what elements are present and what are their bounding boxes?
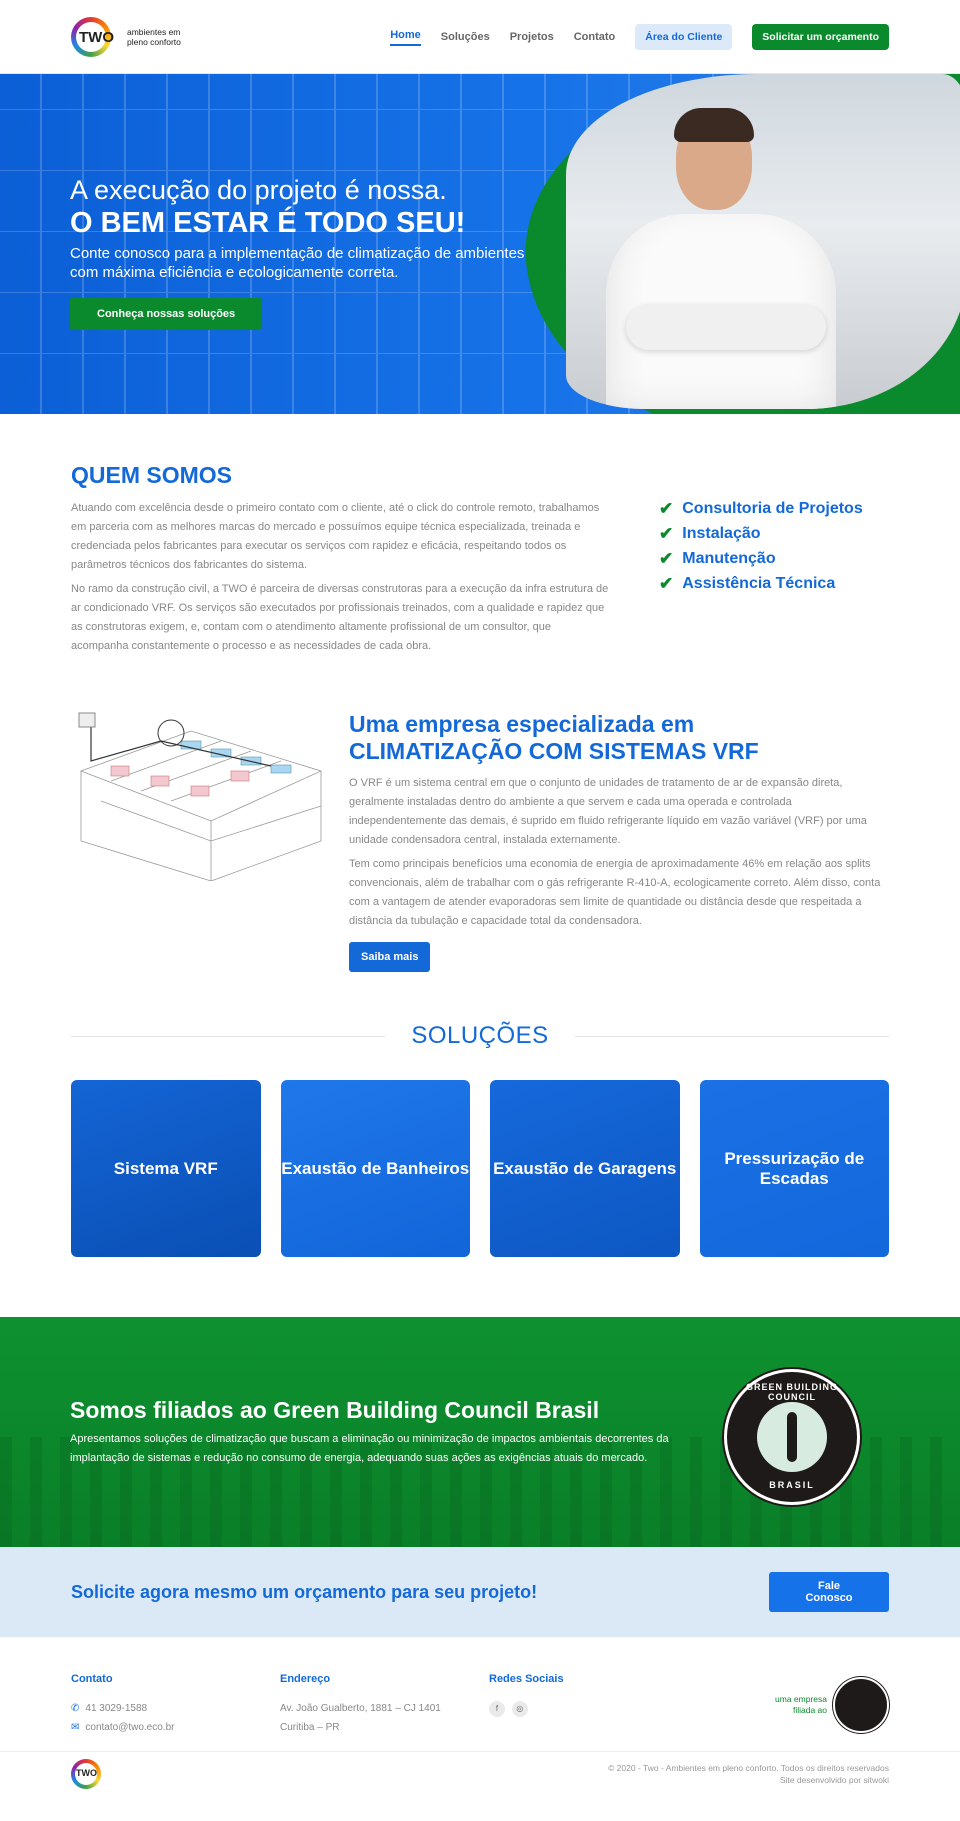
hero-headline-strong: O BEM ESTAR É TODO SEU! [70, 207, 466, 239]
footer-logo[interactable]: TWO [71, 1759, 101, 1789]
developer-credit[interactable]: Site desenvolvido por sitwoki [779, 1775, 889, 1785]
site-footer: Contato ✆41 3029-1588 ✉contato@two.eco.b… [0, 1637, 960, 1752]
gbc-text: Apresentamos soluções de climatização qu… [70, 1433, 669, 1464]
main-nav: Home Soluções Projetos Contato Área do C… [390, 24, 889, 50]
nav-solucoes[interactable]: Soluções [440, 31, 490, 43]
quem-somos-paragraph-1: Atuando com excelência desde o primeiro … [71, 502, 600, 571]
vrf-diagram-image [71, 711, 329, 882]
hero-banner: A execução do projeto é nossa. O BEM EST… [0, 74, 960, 414]
footer-contato-title: Contato [71, 1673, 113, 1685]
vrf-title: Uma empresa especializada em CLIMATIZAÇÃ… [349, 711, 759, 764]
area-cliente-button[interactable]: Área do Cliente [635, 24, 733, 50]
cta-band: Solicite agora mesmo um orçamento para s… [0, 1547, 960, 1637]
footer-bottom: TWO © 2020 - Two - Ambientes em pleno co… [0, 1752, 960, 1796]
solucoes-section: SOLUÇÕES Sistema VRF Exaustão de Banheir… [0, 992, 960, 1297]
logo-wordmark: TWO [79, 29, 114, 46]
logo-tagline: ambientes em pleno conforto [127, 27, 181, 47]
service-item: ✔Manutenção [659, 546, 889, 571]
check-icon: ✔ [659, 524, 674, 543]
quem-somos-title: QUEM SOMOS [71, 462, 233, 488]
logo-mark: TWO [71, 17, 121, 57]
nav-contato[interactable]: Contato [573, 31, 616, 43]
copyright-text: © 2020 - Two - Ambientes em pleno confor… [608, 1763, 889, 1773]
card-pressurizacao-escadas[interactable]: Pressurização de Escadas [699, 1080, 889, 1257]
fale-conosco-button[interactable]: Fale Conosco [769, 1572, 889, 1612]
solucoes-title: SOLUÇÕES [411, 1022, 549, 1049]
gbc-title: Somos filiados ao Green Building Council… [70, 1397, 600, 1423]
logo[interactable]: TWO ambientes em pleno conforto [71, 17, 189, 57]
footer-redes-title: Redes Sociais [489, 1673, 564, 1685]
check-icon: ✔ [659, 549, 674, 568]
quem-somos-paragraph-2: No ramo da construção civil, a TWO é par… [71, 583, 609, 652]
service-item: ✔Assistência Técnica [659, 571, 889, 596]
card-sistema-vrf[interactable]: Sistema VRF [71, 1080, 261, 1257]
vrf-paragraph-2: Tem como principais benefícios uma econo… [349, 858, 881, 927]
instagram-icon[interactable]: ◎ [511, 1700, 528, 1717]
divider [71, 1035, 386, 1037]
nav-projetos[interactable]: Projetos [509, 31, 554, 43]
footer-address-line1: Av. João Gualberto, 1881 – CJ 1401 [280, 1703, 441, 1714]
check-icon: ✔ [659, 499, 674, 518]
hero-subtitle: Conte conosco para a implementação de cl… [70, 245, 525, 281]
services-list: ✔Consultoria de Projetos ✔Instalação ✔Ma… [659, 496, 889, 661]
mail-icon: ✉ [71, 1722, 80, 1733]
solicitar-orcamento-button[interactable]: Solicitar um orçamento [752, 24, 889, 50]
quem-somos-section: QUEM SOMOS Atuando com excelência desde … [0, 414, 960, 691]
vrf-paragraph-1: O VRF é um sistema central em que o conj… [349, 777, 867, 846]
gbc-section: Somos filiados ao Green Building Council… [0, 1317, 960, 1547]
hero-photo [566, 74, 960, 409]
cta-text: Solicite agora mesmo um orçamento para s… [71, 1581, 538, 1602]
card-exaustao-banheiros[interactable]: Exaustão de Banheiros [280, 1080, 470, 1257]
footer-email[interactable]: ✉contato@two.eco.br [71, 1722, 175, 1733]
vrf-section: Uma empresa especializada em CLIMATIZAÇÃ… [0, 691, 960, 992]
card-exaustao-garagens[interactable]: Exaustão de Garagens [490, 1080, 680, 1257]
phone-icon: ✆ [71, 1703, 80, 1714]
nav-home[interactable]: Home [390, 29, 421, 46]
gbc-seal-logo: GREEN BUILDING COUNCIL BRASIL [724, 1369, 860, 1505]
hero-headline: A execução do projeto é nossa. [70, 175, 447, 205]
footer-address-line2: Curitiba – PR [280, 1722, 340, 1733]
divider [574, 1035, 889, 1037]
site-header: TWO ambientes em pleno conforto Home Sol… [0, 0, 960, 74]
check-icon: ✔ [659, 574, 674, 593]
saiba-mais-button[interactable]: Saiba mais [349, 942, 431, 972]
gbc-mini-seal [833, 1677, 889, 1733]
facebook-icon[interactable]: f [489, 1700, 505, 1717]
service-item: ✔Instalação [659, 521, 889, 546]
conheca-solucoes-button[interactable]: Conheça nossas soluções [70, 298, 263, 330]
service-item: ✔Consultoria de Projetos [659, 496, 889, 521]
footer-endereco-title: Endereço [280, 1673, 331, 1685]
footer-phone[interactable]: ✆41 3029-1588 [71, 1703, 148, 1714]
